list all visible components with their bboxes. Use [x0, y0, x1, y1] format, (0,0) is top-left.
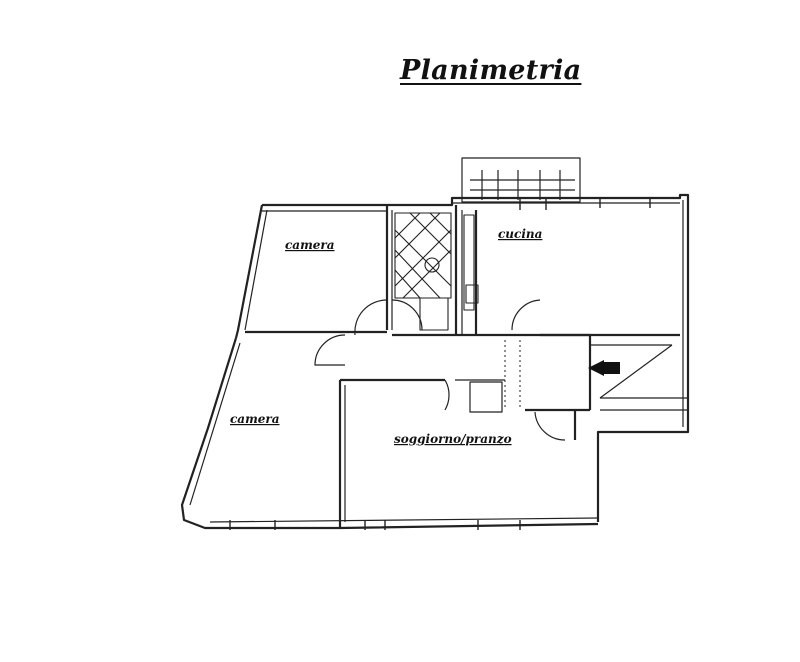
page-title: Planimetria: [400, 55, 582, 86]
room-label-camera-top: camera: [285, 238, 335, 252]
room-label-cucina: cucina: [498, 227, 542, 241]
room-label-camera-bottom: camera: [230, 412, 280, 426]
interior-walls: [245, 205, 688, 528]
bathroom-fixtures: [394, 212, 452, 331]
door-swings: [314, 299, 566, 441]
entrance-arrow-icon: [588, 360, 620, 376]
window-marks: [229, 198, 651, 530]
outer-walls: [180, 193, 690, 530]
balcony: [461, 157, 581, 203]
room-label-soggiorno: soggiorno/pranzo: [394, 432, 512, 446]
hallway-markers: [504, 340, 521, 410]
kitchen-counter: [463, 214, 479, 311]
